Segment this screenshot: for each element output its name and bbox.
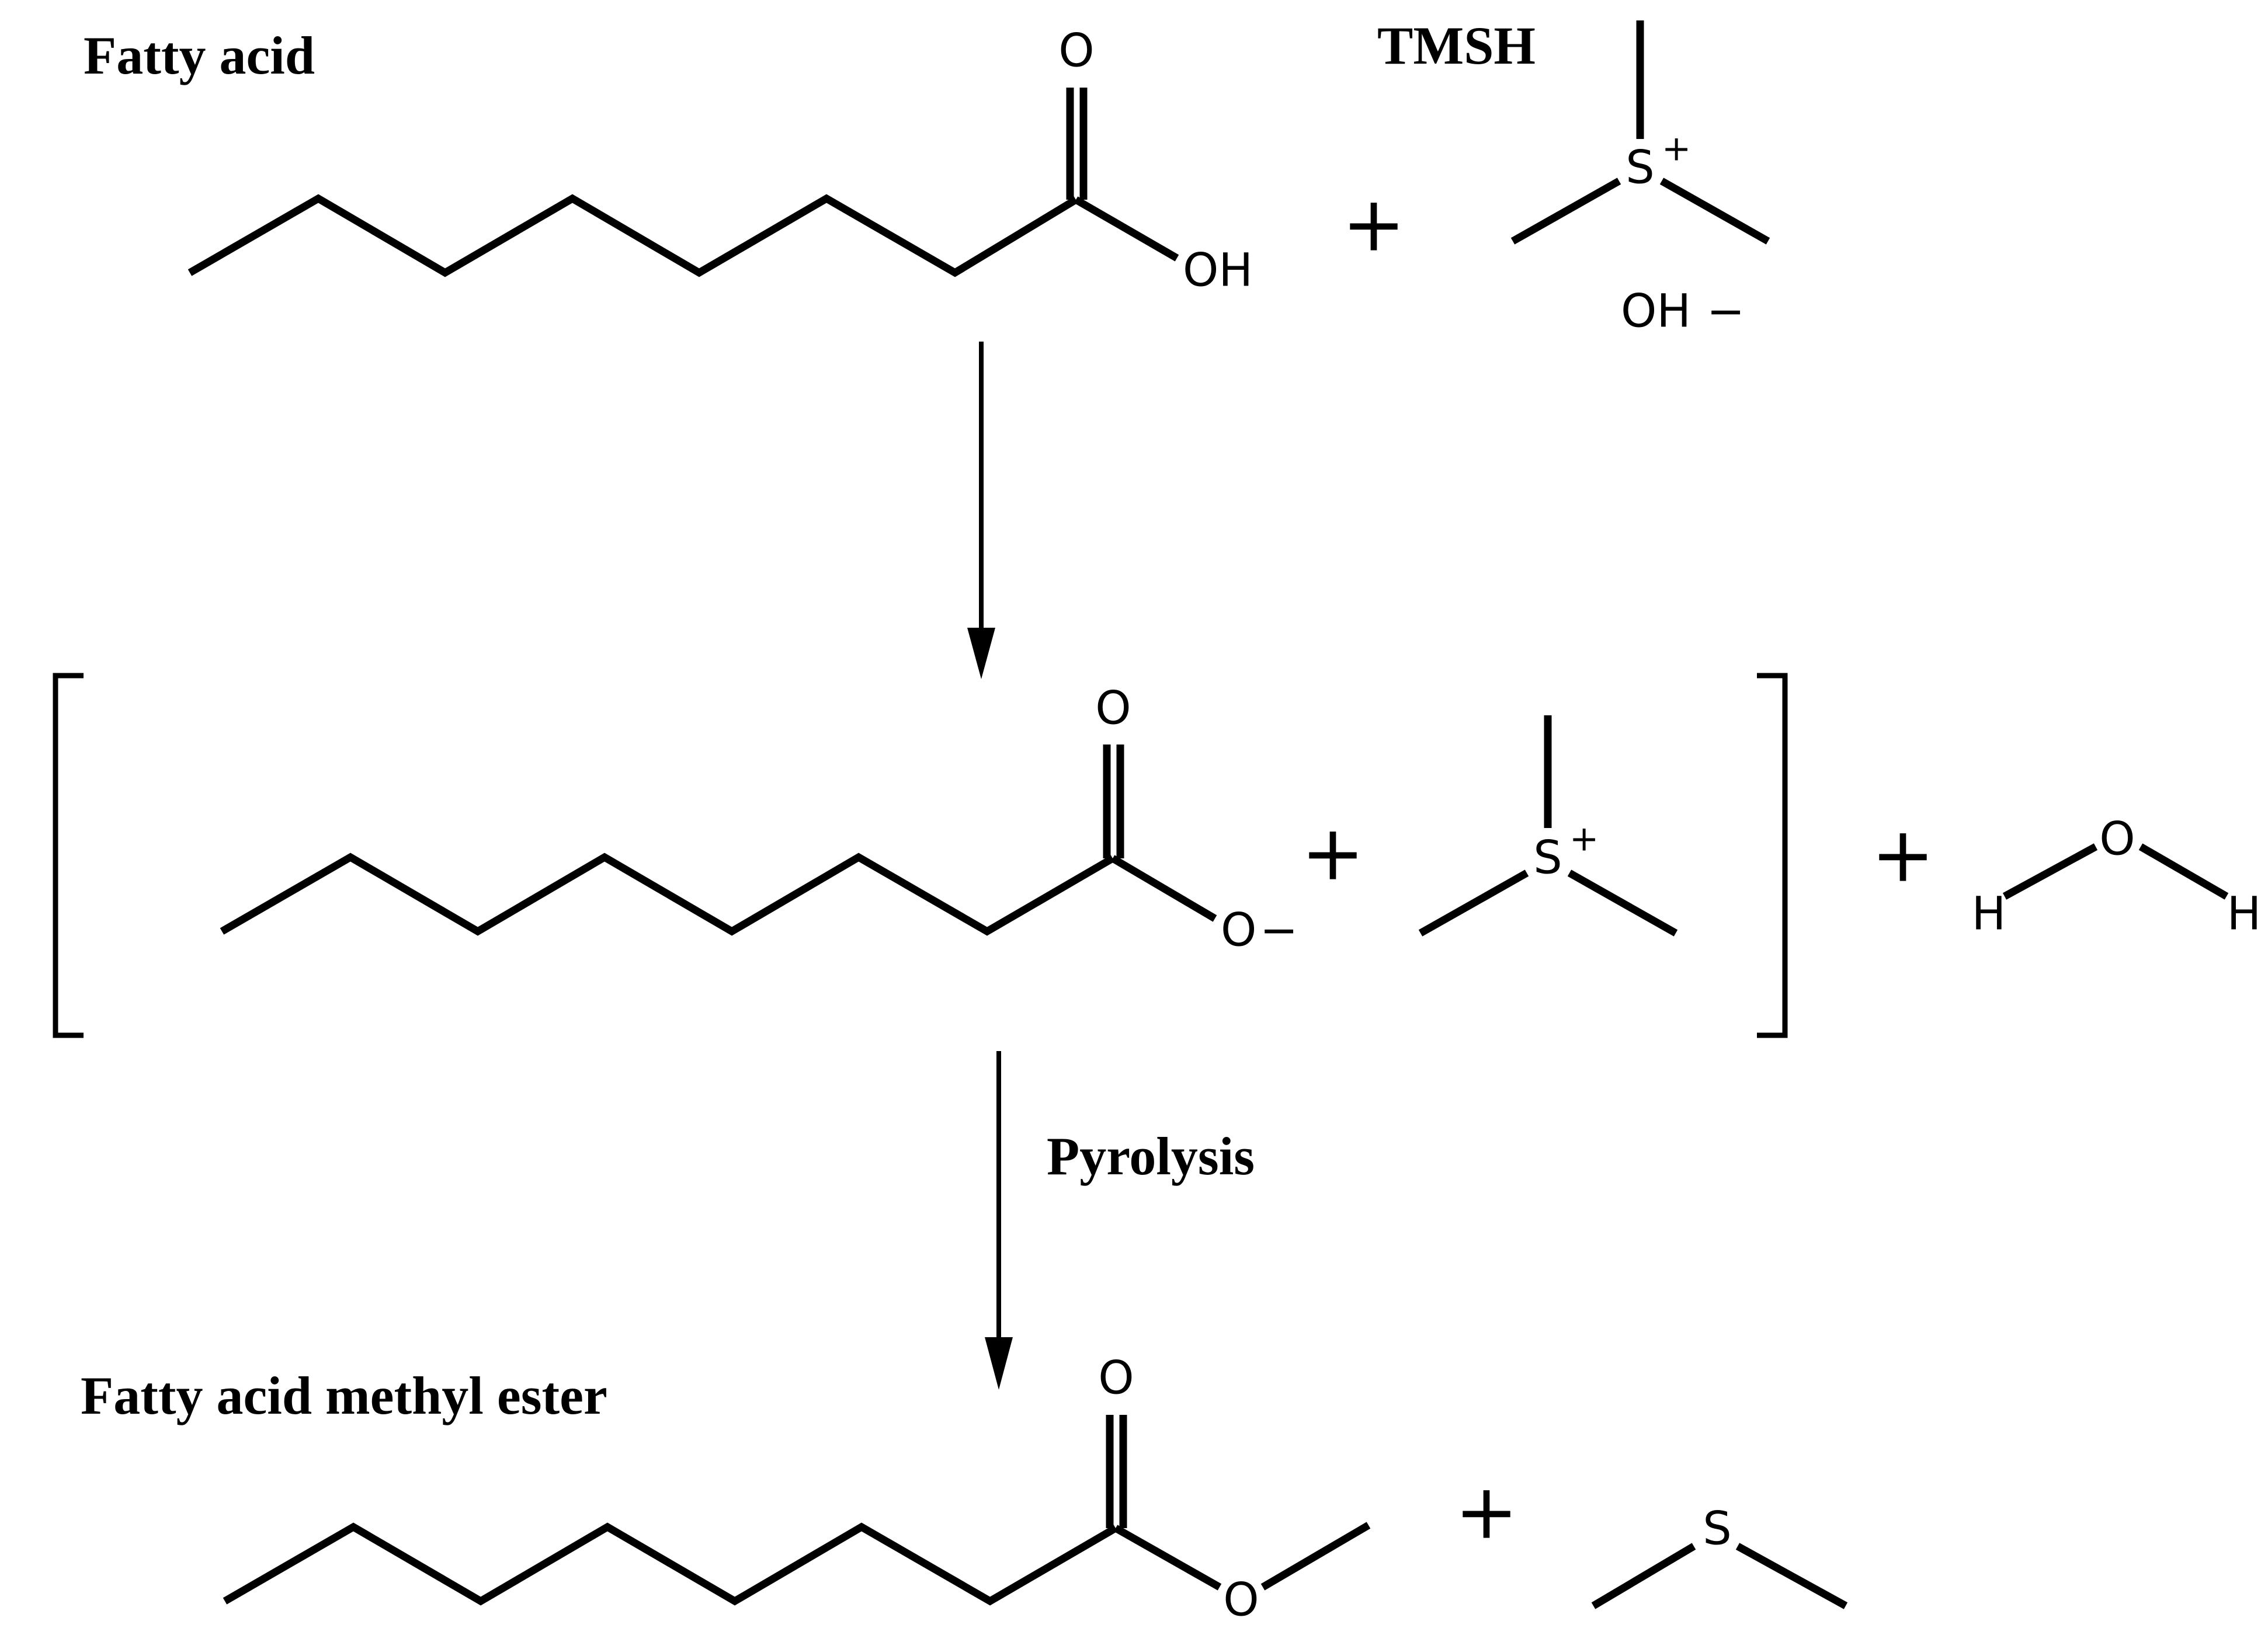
left-bracket (53, 673, 84, 1038)
tmsh-bond-right (1659, 178, 1770, 245)
fame-label: Fatty acid methyl ester (81, 1366, 607, 1425)
water-bond-left (2002, 843, 2098, 900)
water-oxygen: O (2099, 813, 2135, 865)
hydroxide-charge: − (1707, 285, 1745, 338)
c-o-minus-bond (1110, 855, 1217, 922)
pyrolysis-label: Pyrolysis (1047, 1126, 1255, 1186)
dimethyl-sulfide: S (1591, 1502, 1848, 1609)
plus-sign-1: + (1342, 180, 1406, 269)
fatty-acid-label: Fatty acid (84, 26, 315, 85)
sulfonium-charge: + (1662, 128, 1691, 169)
c-oh-bond (1074, 196, 1179, 262)
carboxylate-anion: O O − (220, 682, 1298, 956)
hydroxyl-group: OH (1183, 244, 1253, 297)
ester-oxygen: O (1223, 1574, 1259, 1626)
dms-sulfur: S (1703, 1502, 1732, 1555)
carbonyl-oxygen: O (1058, 25, 1094, 77)
carboxylate-charge: − (1260, 904, 1298, 956)
trimethylsulfonium-cation: S + (1418, 715, 1678, 937)
intermediate-sulfur: S (1533, 832, 1562, 884)
arrow-head-2 (985, 1337, 1013, 1390)
dms-bond-right (1735, 1543, 1848, 1609)
plus-sign-4: + (1455, 1467, 1519, 1556)
fame-carbonyl-oxygen: O (1098, 1352, 1134, 1404)
tmsh-molecule: S + OH − (1510, 20, 1770, 338)
carboxylate-chain (220, 853, 1115, 936)
water-molecule: O H H (1972, 813, 2262, 940)
ester-bond-1 (1113, 1525, 1222, 1591)
carboxylate-carbonyl-oxygen: O (1095, 682, 1131, 735)
sulfonium-bond-right (1567, 869, 1678, 937)
arrow-head-1 (967, 628, 995, 679)
dms-bond-left (1591, 1543, 1696, 1609)
fatty-acid-molecule: O OH (187, 25, 1253, 297)
fame-molecule: O O (223, 1352, 1371, 1626)
hydroxide-ion: OH (1621, 285, 1691, 338)
water-hydrogen-left: H (1972, 888, 2006, 940)
fatty-acid-chain (187, 194, 1078, 277)
ester-bond-2 (1260, 1522, 1371, 1591)
water-hydrogen-right: H (2227, 888, 2262, 940)
sulfonium-bond-left (1418, 869, 1529, 937)
sulfonium-sulfur: S (1626, 141, 1655, 194)
carboxylate-oxygen: O (1221, 904, 1256, 956)
reaction-arrow-1 (967, 342, 995, 679)
fame-chain (223, 1522, 1118, 1606)
plus-sign-3: + (1871, 810, 1935, 899)
tmsh-bond-left (1510, 178, 1621, 245)
reaction-arrow-2 (985, 1051, 1013, 1390)
tmsh-label: TMSH (1377, 16, 1536, 75)
intermediate-sulfur-charge: + (1569, 819, 1599, 860)
right-bracket (1757, 673, 1788, 1038)
water-bond-right (2138, 843, 2229, 900)
plus-sign-2: + (1301, 809, 1365, 897)
